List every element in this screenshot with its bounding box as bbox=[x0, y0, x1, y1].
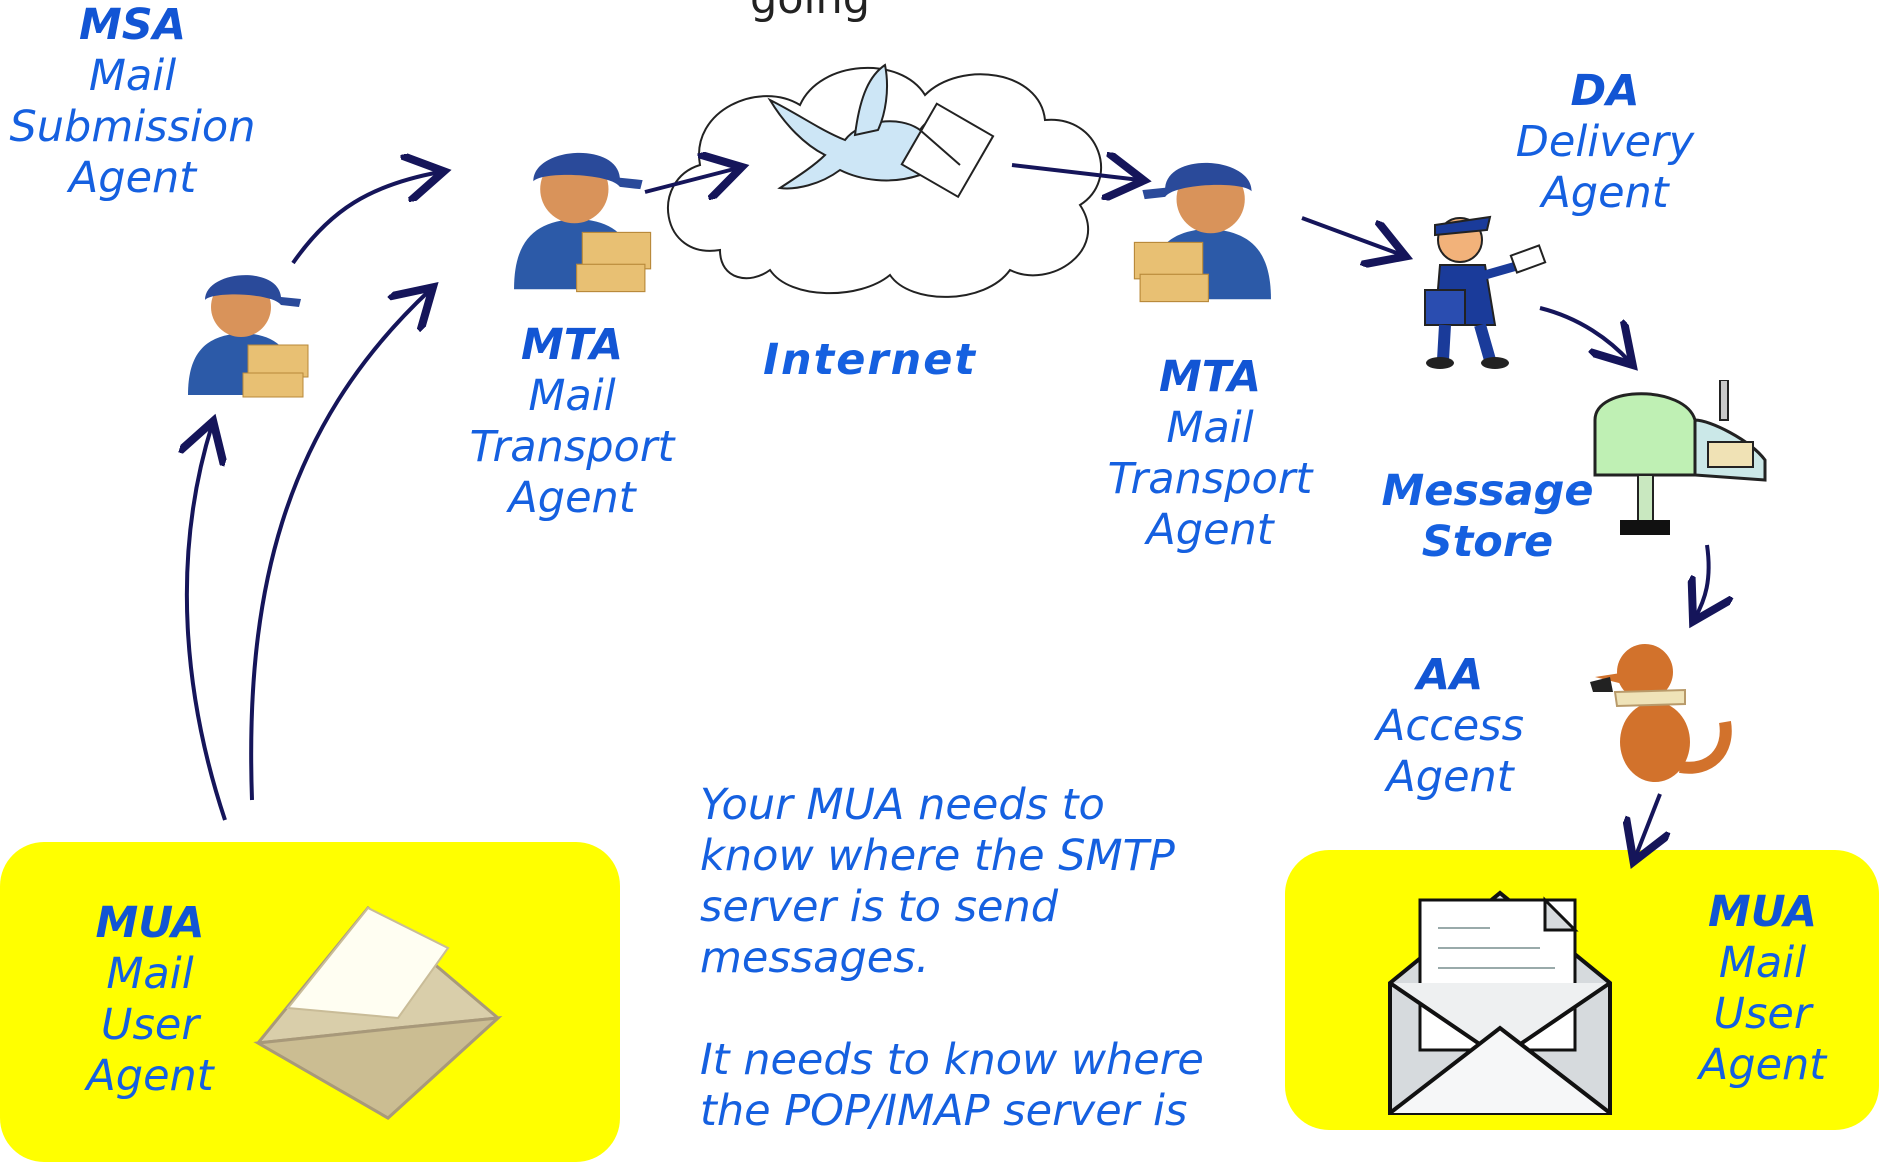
courier-icon bbox=[188, 275, 309, 398]
arrow-da-to-store bbox=[1539, 306, 1630, 362]
mailman-icon bbox=[1424, 215, 1547, 369]
internet-label: Internet bbox=[763, 335, 977, 385]
cloud-icon bbox=[666, 66, 1103, 298]
open-mail-icon bbox=[1388, 890, 1612, 1115]
arrow-mta-to-da bbox=[1301, 216, 1402, 255]
arrow-mua-to-mta bbox=[249, 290, 430, 801]
mailbox-icon bbox=[1593, 380, 1767, 535]
header-fragment: going bbox=[640, 0, 980, 25]
courier-icon bbox=[514, 152, 652, 293]
dog-icon bbox=[1590, 644, 1732, 782]
arrow-mua-to-msa bbox=[187, 425, 225, 821]
arrow-mta-to-internet bbox=[644, 168, 738, 192]
arrow-aa-to-mua bbox=[1635, 793, 1660, 858]
bird-envelope-icon bbox=[767, 63, 995, 199]
envelope-icon bbox=[253, 905, 503, 1120]
courier-icon bbox=[1133, 162, 1271, 303]
arrow-msa-to-mta bbox=[291, 172, 440, 265]
arrow-internet-to-mta bbox=[1011, 165, 1140, 180]
arrow-store-to-aa bbox=[1695, 544, 1709, 618]
